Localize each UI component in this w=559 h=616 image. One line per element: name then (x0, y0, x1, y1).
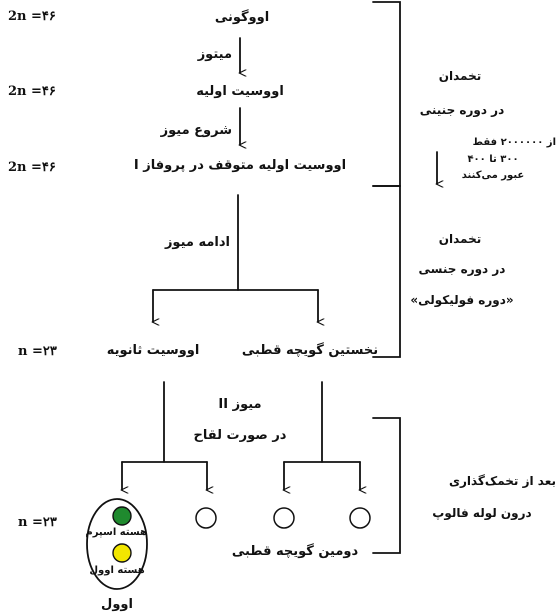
oogonia-label: اووگونی (214, 10, 270, 25)
ploidy-label: 2n =۴۶ (8, 9, 56, 24)
polar-body-left-cell (273, 507, 295, 529)
mitosis-label: میتوز (197, 47, 232, 62)
ovary-sexual-label: تخمدان (438, 232, 482, 246)
second-polar-body-label: دومین گویچه قطبی (231, 544, 359, 559)
ovulation-note: درون لوله فالوپ (432, 506, 532, 520)
polar-body-right-cell (349, 507, 371, 529)
first-polar-body-label: نخستین گویچه قطبی (241, 343, 379, 358)
meiosis-2-label: میوز II (218, 397, 262, 412)
meiosis-start-label: شروع میوز (160, 123, 232, 138)
only-pass-note: ۳۰۰ تا ۴۰۰ (467, 154, 519, 165)
ploidy-label: n =۲۳ (18, 344, 57, 359)
bracket-sexual (372, 185, 401, 358)
ovum-cell (86, 498, 148, 590)
ploidy-label: 2n =۴۶ (8, 160, 56, 175)
meiosis-continue-label: ادامه میوز (164, 235, 230, 250)
ovum-nucleus-dot (112, 543, 132, 563)
arrested-oocyte-label: اووسیت اولیه متوقف در پروفاز I (133, 158, 347, 173)
sperm-nucleus-label: هسته اسپرم (85, 527, 147, 538)
ovum-label: اوول (101, 597, 133, 612)
if-fertilized-label: در صورت لقاح (193, 428, 287, 443)
bracket-fetal (372, 1, 401, 187)
ovary-fetal-label: در دوره جنینی (419, 103, 505, 117)
only-pass-note: از ۲۰۰۰۰۰۰ فقط (472, 137, 556, 148)
sperm-nucleus-dot (112, 506, 132, 526)
ovulation-note: بعد از تخمک‌گذاری (448, 474, 556, 488)
only-pass-note: عبور می‌کنند (461, 170, 525, 181)
ploidy-label: 2n =۴۶ (8, 84, 56, 99)
ovum-nucleus-label: هسته اوول (89, 565, 145, 576)
bracket-ovulation (372, 417, 401, 554)
ovary-sexual-label: در دوره جنسی (418, 262, 506, 276)
second-polar-body-cell (195, 507, 217, 529)
secondary-oocyte-label: اووسیت ثانویه (106, 343, 200, 358)
ovary-sexual-label: «دوره فولیکولی» (410, 293, 514, 307)
ovary-fetal-label: تخمدان (438, 69, 482, 83)
primary-oocyte-label: اووسیت اولیه (196, 84, 284, 99)
ploidy-label: n =۲۳ (18, 515, 57, 530)
